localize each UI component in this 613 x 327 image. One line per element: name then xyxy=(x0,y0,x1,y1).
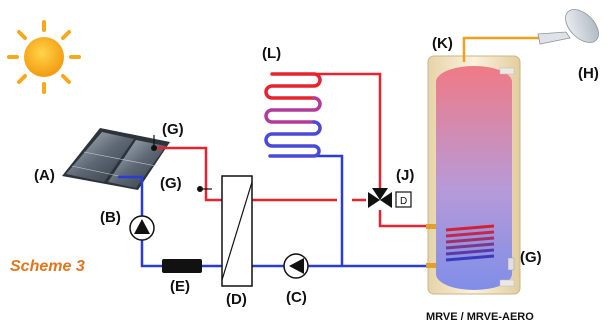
label-a: (A) xyxy=(34,167,55,184)
sun-icon xyxy=(7,20,81,94)
label-l: (L) xyxy=(262,45,281,62)
solar-collector-icon xyxy=(62,128,170,190)
label-k: (K) xyxy=(432,35,453,52)
collector-hot-pipe xyxy=(154,146,226,202)
label-g-tank: (G) xyxy=(520,249,542,266)
shower-head-icon xyxy=(537,9,599,45)
storage-tank-icon xyxy=(426,55,521,295)
tank-coil-icon xyxy=(445,224,495,262)
radiator-return-pipe xyxy=(270,154,344,266)
expansion-vessel-icon xyxy=(162,259,202,273)
label-g-exchanger: (G) xyxy=(160,175,182,192)
scheme-title: Scheme 3 xyxy=(10,258,85,275)
label-h: (H) xyxy=(578,65,599,82)
label-c: (C) xyxy=(286,289,307,306)
label-d: (D) xyxy=(226,291,247,308)
valve-to-tank-pipe xyxy=(378,210,430,228)
heating-coil-icon xyxy=(264,72,322,158)
label-b: (B) xyxy=(100,209,121,226)
plate-heat-exchanger-icon xyxy=(221,175,253,287)
valve-actuator-box xyxy=(395,191,412,208)
pump-b-icon xyxy=(129,215,155,241)
domestic-hot-water-pipe xyxy=(462,36,540,62)
pump-c-icon xyxy=(283,253,309,279)
three-way-valve-icon xyxy=(368,188,412,208)
label-j: (J) xyxy=(396,167,414,184)
product-caption: MRVE / MRVE-AERO xyxy=(426,311,534,323)
label-g-collector: (G) xyxy=(162,121,184,138)
label-e: (E) xyxy=(170,278,190,295)
valve-actuator-letter: D xyxy=(400,196,407,207)
